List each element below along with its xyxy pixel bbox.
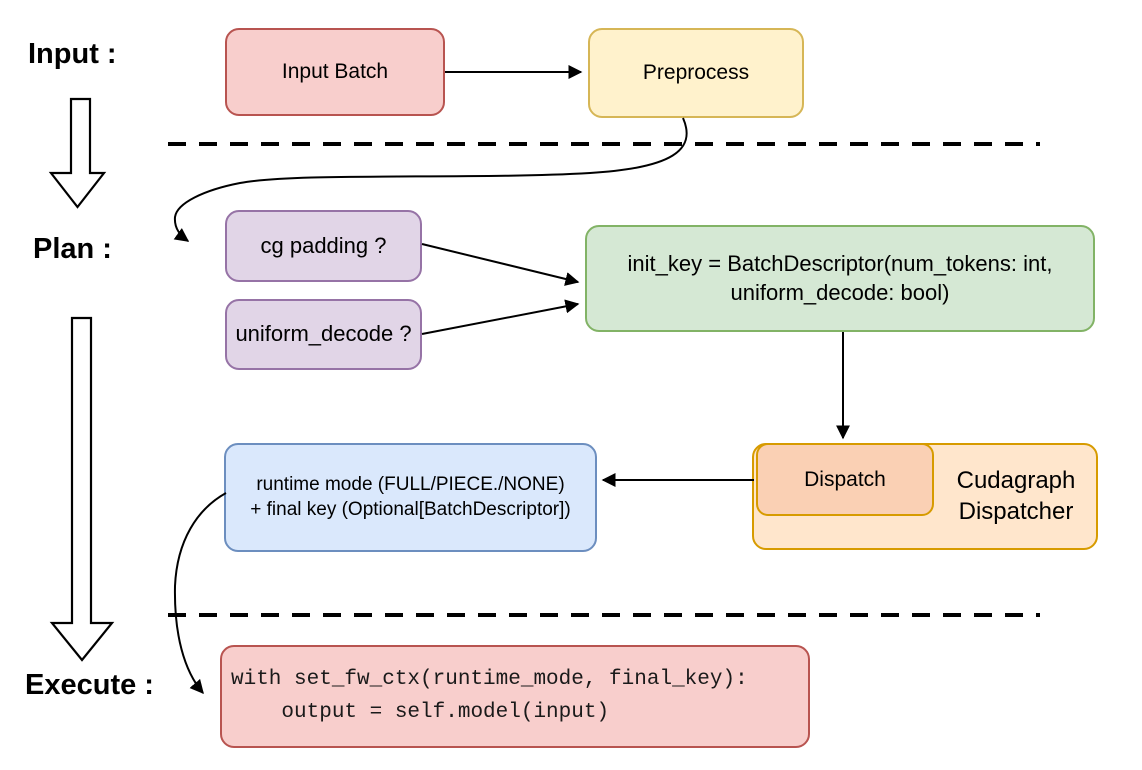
cudagraph-dispatcher-label: Cudagraph Dispatcher bbox=[934, 443, 1098, 550]
arrow-cg-padding-to-init-key bbox=[421, 243, 580, 286]
section-label-plan: Plan : bbox=[33, 233, 112, 265]
node-cg-padding-label: cg padding ? bbox=[260, 232, 387, 258]
node-execute-code: with set_fw_ctx(runtime_mode, final_key)… bbox=[220, 645, 810, 748]
section-label-execute: Execute : bbox=[25, 669, 154, 701]
hollow-arrow-input-to-plan-icon bbox=[48, 97, 107, 209]
arrow-runtime-result-to-execute-code bbox=[173, 492, 227, 695]
execute-code-line1: with set_fw_ctx(runtime_mode, final_key)… bbox=[231, 667, 748, 691]
node-init-key-line2: uniform_decode: bool) bbox=[730, 279, 950, 305]
node-dispatch-label: Dispatch bbox=[804, 467, 886, 491]
node-input-batch: Input Batch bbox=[225, 28, 445, 116]
node-uniform-decode: uniform_decode ? bbox=[225, 299, 422, 370]
node-cg-padding: cg padding ? bbox=[225, 210, 422, 282]
execute-code-line2: output = self.model(input) bbox=[231, 700, 610, 724]
node-preprocess-label: Preprocess bbox=[642, 61, 750, 85]
section-label-input: Input : bbox=[28, 38, 117, 70]
cudagraph-dispatcher-label-line1: Cudagraph bbox=[956, 466, 1076, 494]
node-dispatch: Dispatch bbox=[756, 443, 934, 516]
arrow-uniform-decode-to-init-key bbox=[421, 299, 580, 335]
node-runtime-result-line2: + final key (Optional[BatchDescriptor]) bbox=[250, 498, 571, 520]
hollow-arrow-plan-to-execute-icon bbox=[49, 316, 115, 662]
node-input-batch-label: Input Batch bbox=[281, 60, 389, 84]
node-runtime-result: runtime mode (FULL/PIECE./NONE) + final … bbox=[224, 443, 597, 552]
node-init-key-line1: init_key = BatchDescriptor(num_tokens: i… bbox=[627, 250, 1053, 276]
node-runtime-result-line1: runtime mode (FULL/PIECE./NONE) bbox=[256, 473, 565, 495]
node-preprocess: Preprocess bbox=[588, 28, 804, 118]
cudagraph-dispatcher-label-line2: Dispatcher bbox=[958, 497, 1074, 525]
node-init-key: init_key = BatchDescriptor(num_tokens: i… bbox=[585, 225, 1095, 332]
node-uniform-decode-label: uniform_decode ? bbox=[235, 321, 412, 347]
